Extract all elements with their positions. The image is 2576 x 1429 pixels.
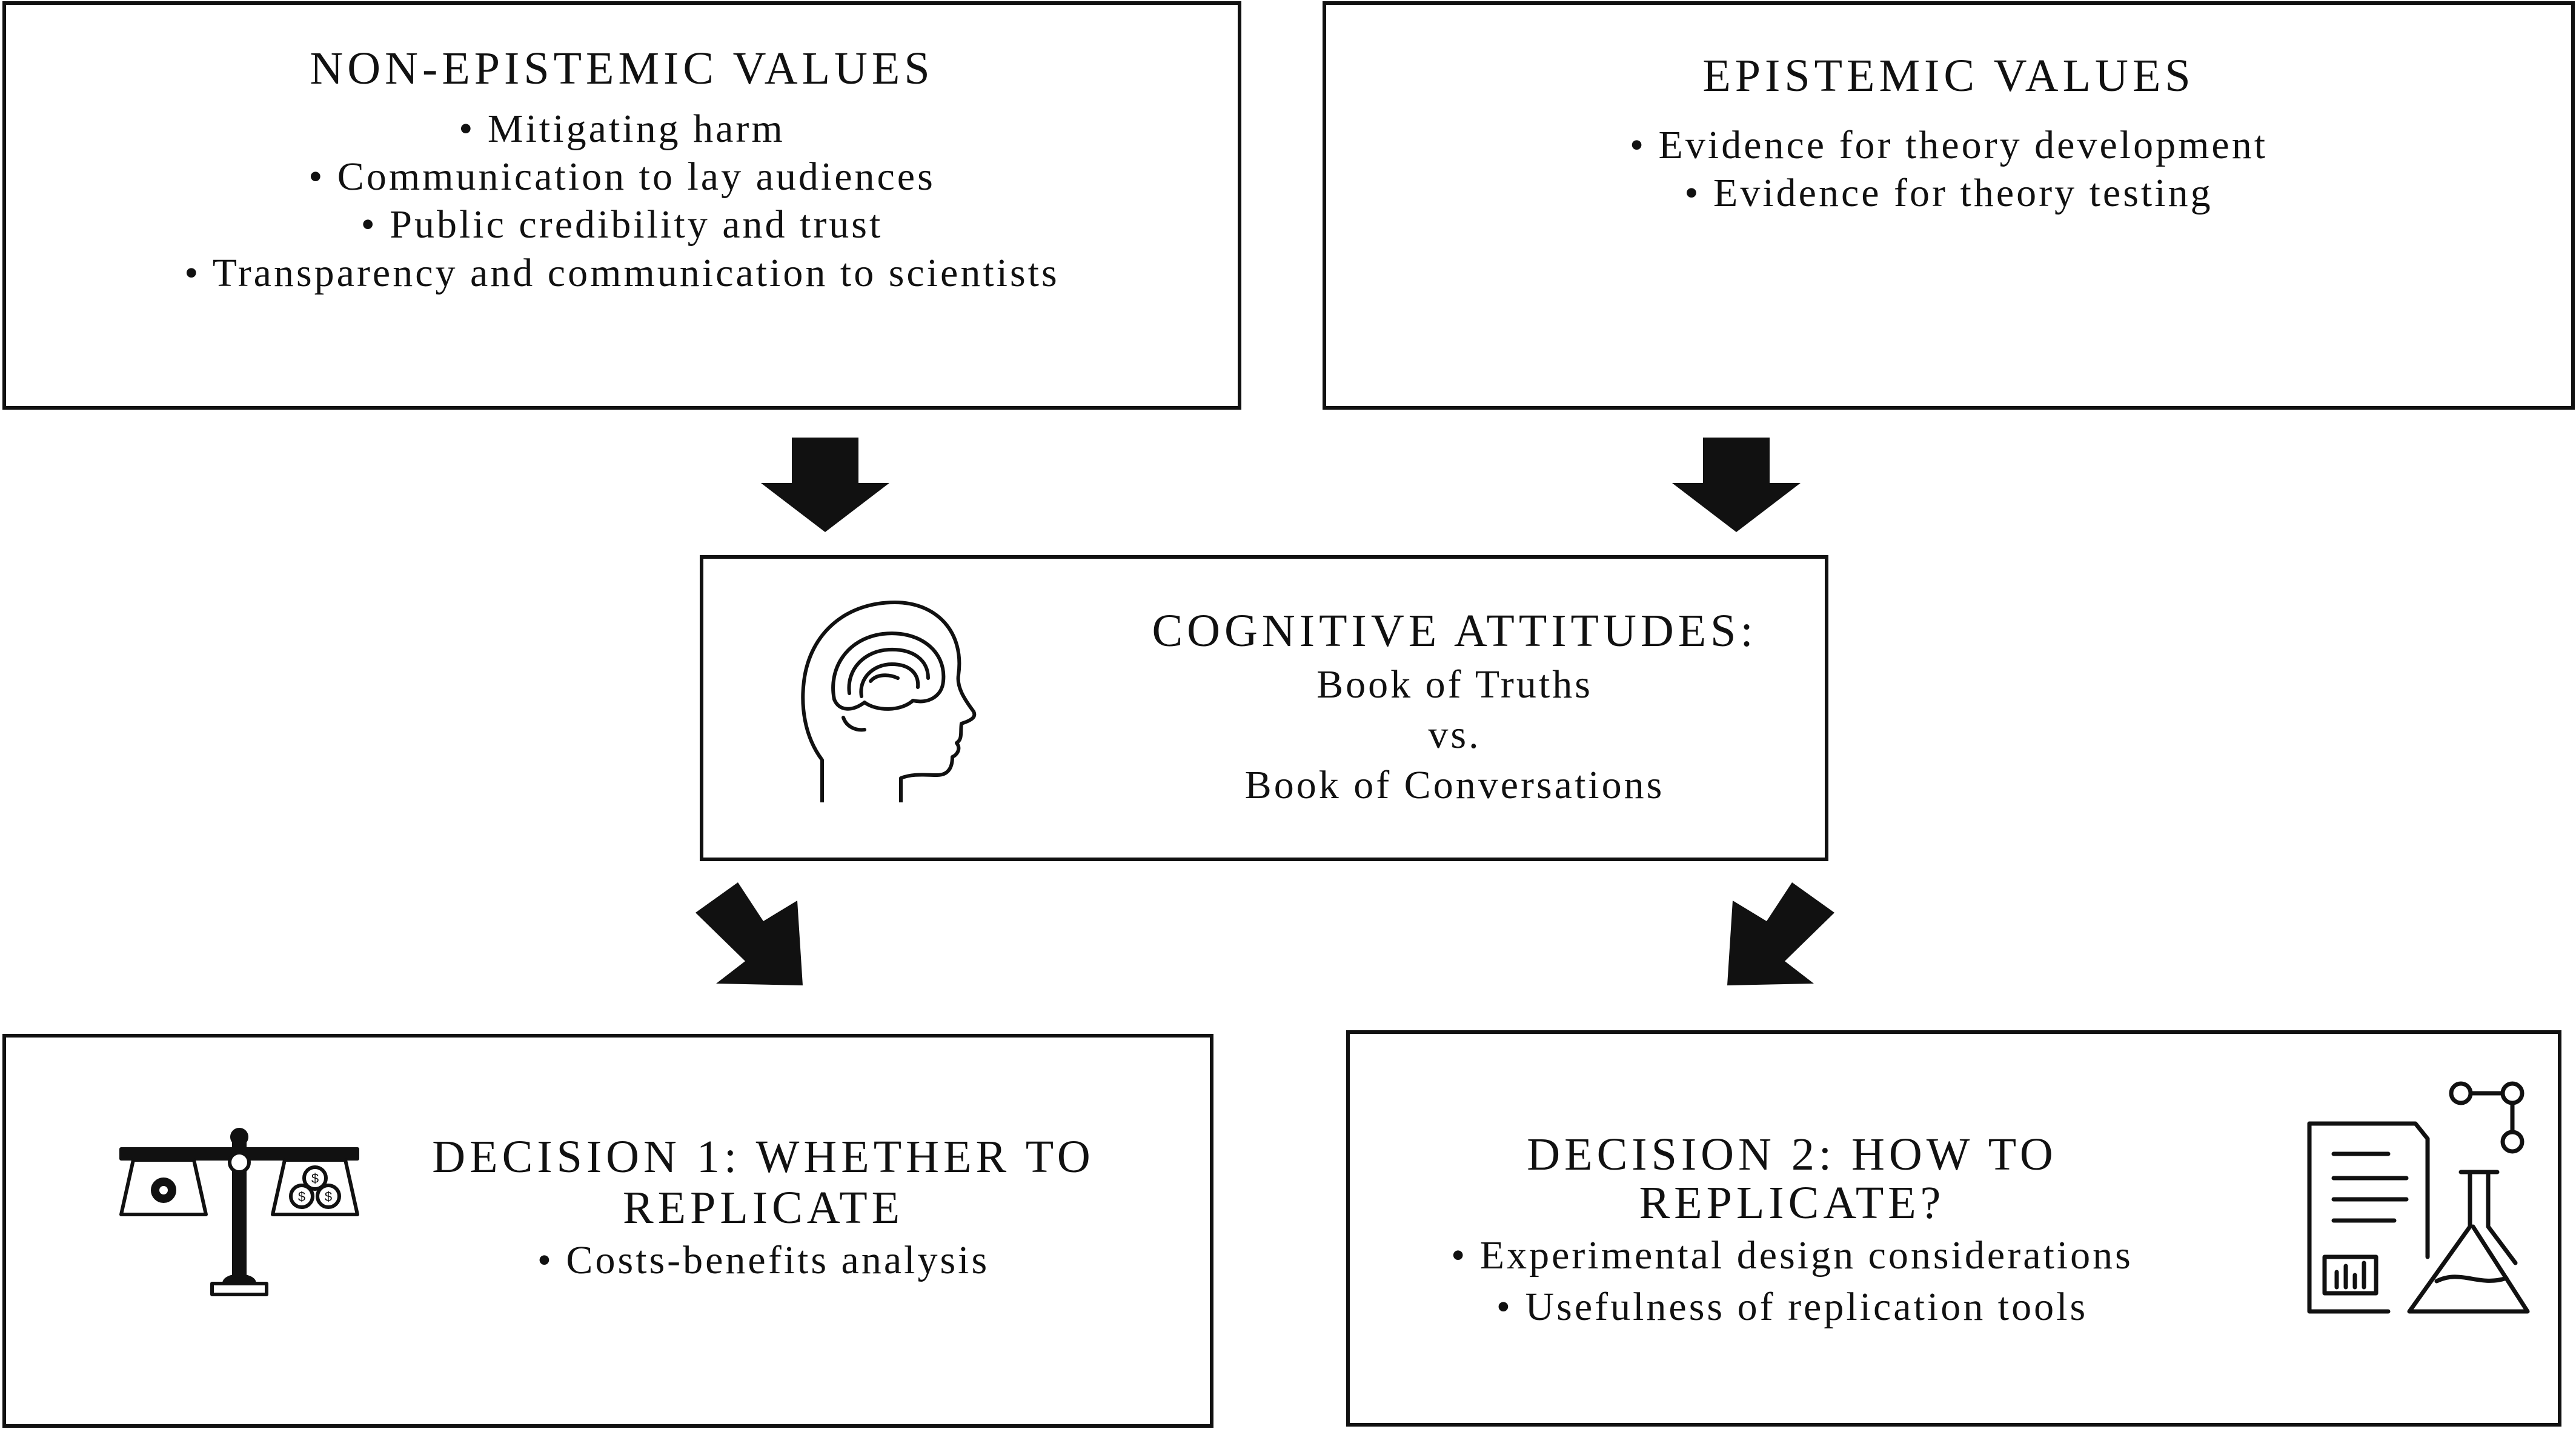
non-epistemic-list: • Mitigating harm • Communication to lay… — [6, 105, 1238, 297]
list-item: • Evidence for theory testing — [1684, 171, 2213, 216]
cognitive-line-1: Book of Truths — [1316, 662, 1593, 707]
decision-2-title: DECISION 2: HOW TO REPLICATE? — [1527, 1129, 2057, 1228]
cognitive-text: COGNITIVE ATTITUDES: Book of Truths vs. … — [1103, 607, 1806, 809]
cognitive-attitudes-box: COGNITIVE ATTITUDES: Book of Truths vs. … — [700, 555, 1828, 861]
epistemic-list: • Evidence for theory development • Evid… — [1326, 121, 2571, 217]
decision-1-box: $ $ $ DECISION 1: WHETHER TO REPLICATE •… — [2, 1034, 1213, 1428]
arrow-down-right — [1672, 438, 1801, 532]
list-item: • Mitigating harm — [459, 107, 785, 151]
arrow-down-left — [761, 438, 889, 532]
decision-1-title-line-1: DECISION 1: WHETHER TO — [432, 1131, 1095, 1182]
epistemic-title: EPISTEMIC VALUES — [1702, 50, 2195, 101]
decision-2-box: DECISION 2: HOW TO REPLICATE? • Experime… — [1346, 1030, 2561, 1427]
svg-text:$: $ — [298, 1189, 305, 1204]
svg-text:$: $ — [311, 1171, 319, 1186]
lab-report-flask-icon — [2297, 1081, 2540, 1324]
arrow-diagonal-right — [1727, 882, 1834, 985]
balance-scale-icon: $ $ $ — [115, 1125, 363, 1301]
arrow-diagonal-left — [695, 882, 803, 985]
list-item: • Costs-benefits analysis — [537, 1237, 990, 1282]
list-item: • Transparency and communication to scie… — [184, 250, 1060, 295]
decision-1-title-line-2: REPLICATE — [622, 1182, 905, 1233]
decision-1-text: DECISION 1: WHETHER TO REPLICATE • Costs… — [430, 1133, 1097, 1284]
list-item: • Communication to lay audiences — [308, 155, 935, 199]
cognitive-line-2: vs. — [1428, 712, 1481, 757]
non-epistemic-values-box: NON-EPISTEMIC VALUES • Mitigating harm •… — [2, 1, 1241, 410]
cognitive-title: COGNITIVE ATTITUDES: — [1152, 605, 1758, 656]
list-item: • Evidence for theory development — [1629, 123, 2268, 167]
decision-2-text: DECISION 2: HOW TO REPLICATE? • Experime… — [1398, 1129, 2186, 1331]
non-epistemic-title: NON-EPISTEMIC VALUES — [310, 43, 934, 94]
head-brain-icon — [798, 596, 980, 804]
list-item: • Experimental design considerations — [1451, 1233, 2133, 1277]
epistemic-values-box: EPISTEMIC VALUES • Evidence for theory d… — [1323, 1, 2575, 410]
svg-text:$: $ — [325, 1189, 332, 1204]
list-item: • Usefulness of replication tools — [1496, 1284, 2088, 1329]
cognitive-line-3: Book of Conversations — [1244, 763, 1665, 808]
list-item: • Public credibility and trust — [360, 202, 883, 247]
